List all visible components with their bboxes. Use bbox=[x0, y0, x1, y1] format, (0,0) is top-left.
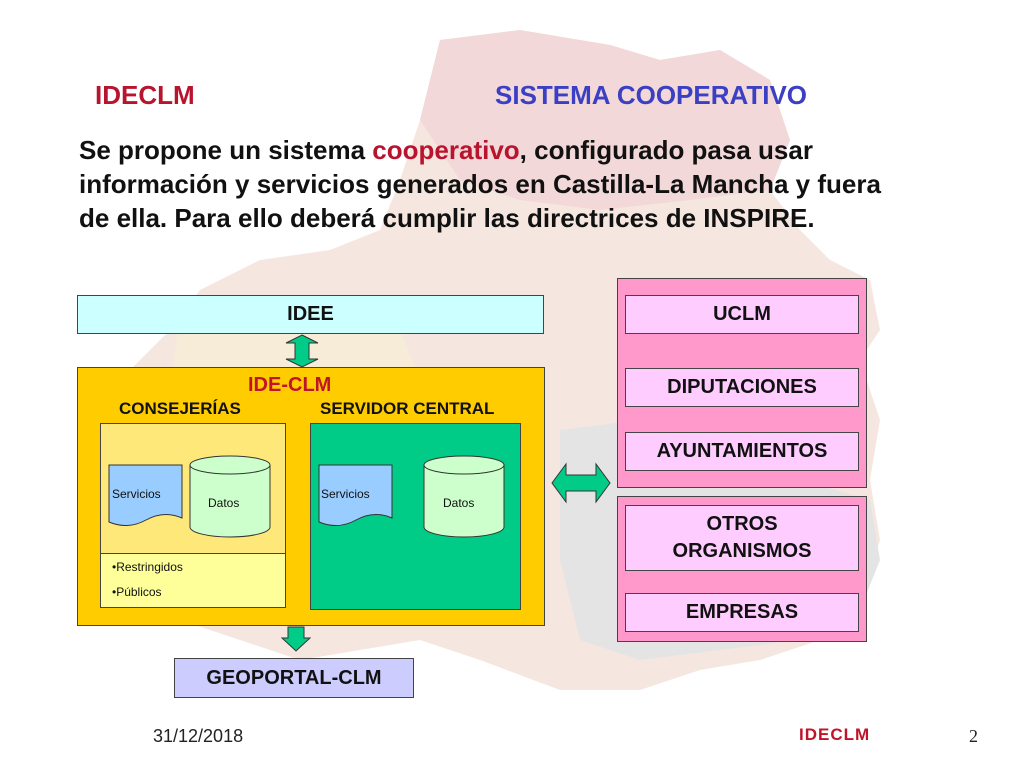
consejerias-access-panel bbox=[101, 553, 285, 607]
servidor-datos-label: Datos bbox=[443, 496, 475, 510]
intro-paragraph: Se propone un sistema cooperativo, confi… bbox=[79, 133, 909, 235]
intro-highlight: cooperativo bbox=[372, 135, 520, 165]
consejerias-servicios-label: Servicios bbox=[112, 487, 161, 501]
uclm-box: UCLM bbox=[625, 295, 859, 334]
vertical-double-arrow bbox=[285, 334, 319, 368]
page-number: 2 bbox=[969, 726, 978, 746]
otros-organismos-box: OTROS ORGANISMOS bbox=[625, 505, 859, 571]
intro-text-end: , configurado pasa usar información y se… bbox=[79, 135, 881, 233]
consejerias-datos-label: Datos bbox=[208, 496, 240, 510]
geoportal-box: GEOPORTAL-CLM bbox=[174, 658, 414, 698]
consejerias-label: CONSEJERÍAS bbox=[119, 399, 241, 418]
footer-date: 31/12/2018 bbox=[153, 726, 244, 746]
consejerias-datos-database-icon bbox=[189, 455, 271, 538]
intro-text-start: Se propone un sistema bbox=[79, 135, 373, 165]
empresas-box: EMPRESAS bbox=[625, 593, 859, 632]
servidor-servicios-label: Servicios bbox=[321, 487, 370, 501]
otros-line-1: OTROS bbox=[706, 513, 778, 535]
down-arrow bbox=[281, 626, 311, 652]
servidor-central-label: SERVIDOR CENTRAL bbox=[320, 399, 495, 418]
horizontal-double-arrow bbox=[551, 462, 611, 504]
servidor-servicios-document-icon bbox=[318, 464, 393, 526]
ayuntamientos-box: AYUNTAMIENTOS bbox=[625, 432, 859, 471]
idee-box: IDEE bbox=[77, 295, 544, 334]
footer-brand: IDECLM bbox=[799, 725, 871, 744]
otros-line-2: ORGANISMOS bbox=[672, 540, 812, 562]
bullet-restringidos: •Restringidos bbox=[112, 560, 183, 574]
consejerias-servicios-document-icon bbox=[108, 464, 183, 526]
header-title-sistema: SISTEMA COOPERATIVO bbox=[495, 80, 808, 110]
diputaciones-box: DIPUTACIONES bbox=[625, 368, 859, 407]
ide-clm-title: IDE-CLM bbox=[248, 374, 332, 396]
bullet-publicos: •Públicos bbox=[112, 585, 162, 599]
servidor-datos-database-icon bbox=[423, 455, 505, 538]
header-title-ideclm: IDECLM bbox=[95, 80, 195, 110]
